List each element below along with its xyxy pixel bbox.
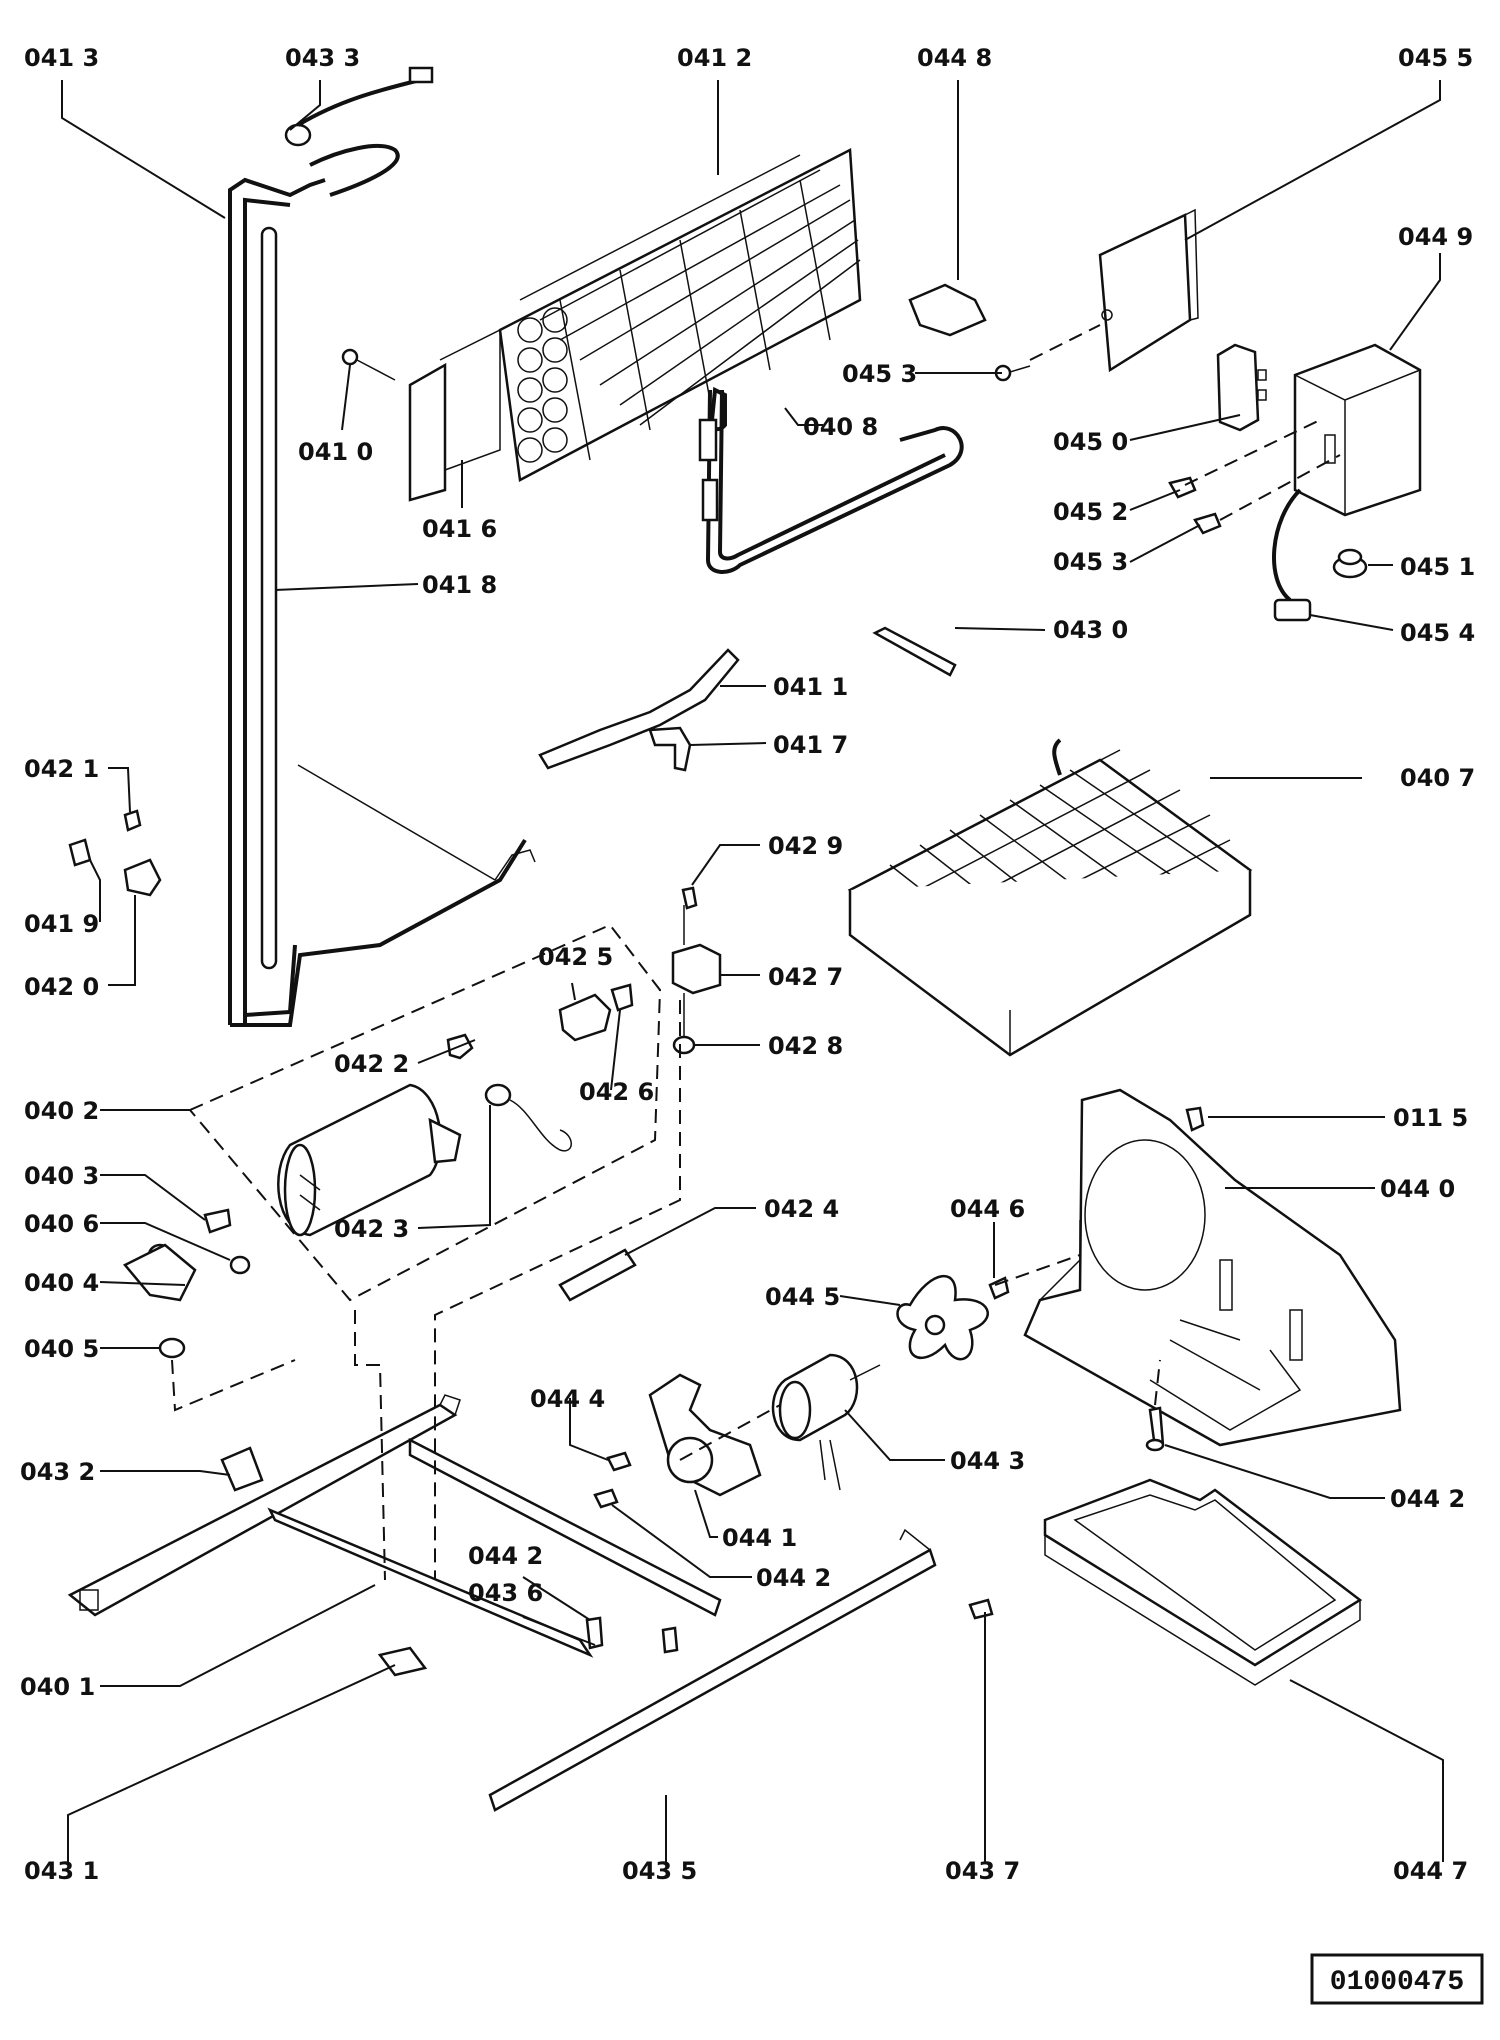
screw-0453-upper-part [994,364,1031,382]
screw-0437-part [968,1598,994,1620]
callout-044-9: 044 9 [1398,223,1473,251]
callout-043-6: 043 6 [468,1579,543,1607]
callout-011-5: 011 5 [1393,1104,1468,1132]
callout-041-7: 041 7 [773,731,848,759]
strip-0430-part [872,626,957,677]
callout-045-4: 045 4 [1400,619,1475,647]
callout-044-8: 044 8 [917,44,992,72]
callout-044-2-left: 044 2 [468,1542,543,1570]
callout-044-3: 044 3 [950,1447,1025,1475]
assembly-dashed-lines [354,324,1341,1581]
callout-045-2: 045 2 [1053,498,1128,526]
clip-0432-part [220,1446,264,1492]
screw-0410-part [341,348,396,381]
base-frame-0401-part [67,1394,937,1812]
callout-044-1: 044 1 [722,1524,797,1552]
fan-blade-0445-part [896,1274,989,1361]
callout-040-2: 040 2 [24,1097,99,1125]
callout-041-3: 041 3 [24,44,99,72]
callout-043-1: 043 1 [24,1857,99,1885]
callout-044-2-center: 044 2 [756,1564,831,1592]
callout-044-2-right: 044 2 [1390,1485,1465,1513]
clip-0448-part [908,283,987,337]
diagram-code-box: 01000475 [1310,1953,1484,2005]
callout-041-1: 041 1 [773,673,848,701]
cover-plate-part [1098,208,1199,373]
callout-040-8: 040 8 [803,413,878,441]
callout-041-0: 041 0 [298,438,373,466]
callout-040-6: 040 6 [24,1210,99,1238]
callout-044-7: 044 7 [1393,1857,1468,1885]
callout-045-3-upper: 045 3 [842,360,917,388]
callout-042-9: 042 9 [768,832,843,860]
clip-0417-part [648,726,692,772]
thermostat-wire-part [284,66,434,197]
callout-042-2: 042 2 [334,1050,409,1078]
callout-041-9: 041 9 [24,910,99,938]
bracket-0419-0421-part [68,809,162,897]
drier-0411-part [538,648,740,770]
callout-045-5: 045 5 [1398,44,1473,72]
screws-0444-0442-part [593,1451,632,1509]
screw-0115-part [1185,1106,1205,1132]
back-frame-tube [228,177,536,1027]
compressor-0402-part [277,983,634,1237]
grommet-0451-part [1332,548,1368,579]
callout-042-8: 042 8 [768,1032,843,1060]
callout-042-5: 042 5 [538,943,613,971]
callout-040-4: 040 4 [24,1269,99,1297]
callout-040-3: 040 3 [24,1162,99,1190]
callout-042-7: 042 7 [768,963,843,991]
evaporator-coil-part [847,738,1253,1057]
screw-0442-right-part [1145,1406,1165,1452]
callout-042-0: 042 0 [24,973,99,1001]
callout-041-2: 041 2 [677,44,752,72]
callout-043-3: 043 3 [285,44,360,72]
bolts-0436-0442-part [585,1616,679,1654]
relay-0427-group-part [671,886,722,1055]
callout-043-2: 043 2 [20,1458,95,1486]
condenser-coil-part [408,148,862,502]
callout-041-8: 041 8 [422,571,497,599]
callout-040-7: 040 7 [1400,764,1475,792]
callout-042-1: 042 1 [24,755,99,783]
callout-040-1: 040 1 [20,1673,95,1701]
callout-042-4: 042 4 [764,1195,839,1223]
screws-0452-0453-part [1168,476,1222,535]
clip-0431-part [377,1646,428,1677]
tube-heater-part [698,386,964,574]
callout-041-6: 041 6 [422,515,497,543]
callout-045-0: 045 0 [1053,428,1128,456]
fan-shroud-0440-part [1023,1088,1402,1447]
diagram-code: 01000475 [1330,1967,1464,1998]
callout-042-3: 042 3 [334,1215,409,1243]
callout-045-3-lower: 045 3 [1053,548,1128,576]
motor-bracket-0441-part [648,1373,762,1497]
callout-045-1: 045 1 [1400,553,1475,581]
callout-043-5: 043 5 [622,1857,697,1885]
callout-043-7: 043 7 [945,1857,1020,1885]
callout-044-0: 044 0 [1380,1175,1455,1203]
compressor-assembly-boundary [188,923,662,1302]
capacitor-0424-part [558,1248,637,1302]
callout-044-6: 044 6 [950,1195,1025,1223]
callout-043-0: 043 0 [1053,616,1128,644]
callout-044-5: 044 5 [765,1283,840,1311]
fan-motor-0443-part [771,1353,881,1491]
leader-lines [61,80,1444,1862]
callout-044-4: 044 4 [530,1385,605,1413]
control-box-part [1272,343,1422,622]
callout-042-6: 042 6 [579,1078,654,1106]
callout-labels: 041 3 043 3 041 2 044 8 045 5 044 9 045 … [20,44,1475,1885]
drip-tray-0447-part [1043,1478,1363,1686]
relay-0450-part [1216,343,1267,432]
mount-parts-0403-0406-part [123,1208,296,1412]
callout-040-5: 040 5 [24,1335,99,1363]
